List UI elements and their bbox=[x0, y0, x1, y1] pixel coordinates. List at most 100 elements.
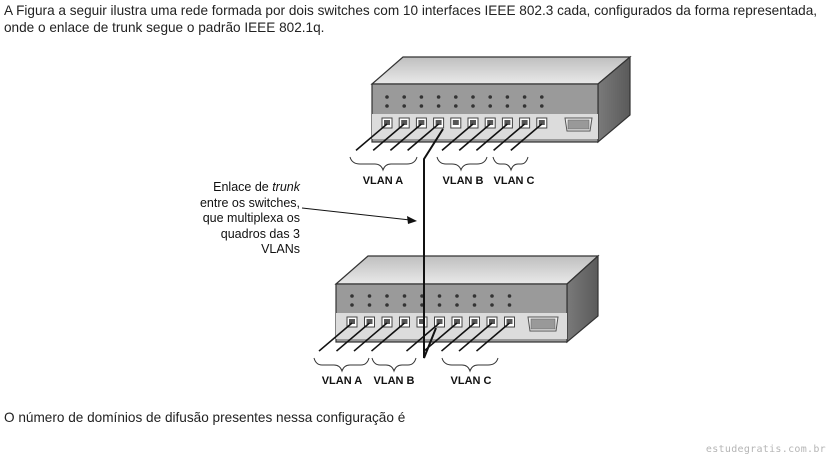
top-vlan-c-bracket bbox=[492, 156, 529, 172]
sw-top-led bbox=[436, 104, 441, 108]
trunk-callout: Enlace de trunk entre os switches,que mu… bbox=[176, 180, 300, 258]
sw-bot-port bbox=[469, 316, 480, 328]
bottom-vlan-brackets bbox=[313, 357, 499, 373]
sw-bot-led bbox=[507, 303, 512, 307]
question-text: O número de domínios de difusão presente… bbox=[4, 410, 406, 425]
sw-bot-cable bbox=[440, 322, 476, 352]
sw-top-led bbox=[540, 104, 544, 108]
sw-top-led bbox=[385, 104, 389, 108]
callout-arrow bbox=[301, 207, 417, 224]
sw-top-led bbox=[522, 104, 527, 108]
sw-bot-port bbox=[381, 316, 393, 328]
sw-top-cable bbox=[372, 123, 405, 151]
sw-top-port bbox=[433, 117, 445, 129]
sw-top-led bbox=[505, 104, 510, 108]
sw-top-led bbox=[454, 95, 458, 99]
sw-top-port bbox=[519, 117, 531, 129]
bottom-switch-led-panel bbox=[350, 294, 512, 307]
sw-top-led bbox=[385, 95, 389, 99]
sw-bot-led bbox=[420, 303, 424, 307]
sw-bot-led bbox=[472, 294, 477, 298]
sw-top-cable bbox=[441, 123, 474, 151]
sw-bot-led bbox=[490, 294, 494, 298]
top-vlan-a-bracket bbox=[349, 156, 418, 172]
bottom-vlan-b-label: VLAN B bbox=[374, 375, 415, 387]
sw-top-led bbox=[488, 104, 493, 108]
sw-top-cable bbox=[389, 123, 422, 151]
trunk-link bbox=[423, 128, 444, 359]
bottom-switch-console-port bbox=[527, 316, 559, 332]
sw-bot-cable bbox=[353, 322, 388, 352]
sw-bot-led bbox=[455, 303, 459, 307]
sw-top-led bbox=[505, 95, 510, 99]
callout-prefix: Enlace de bbox=[213, 180, 273, 194]
sw-bot-port bbox=[364, 316, 375, 328]
sw-bot-port bbox=[504, 316, 515, 328]
sw-top-cable bbox=[475, 123, 508, 151]
bottom-vlan-a-label: VLAN A bbox=[322, 375, 363, 387]
sw-top-led bbox=[540, 95, 544, 99]
sw-bot-led bbox=[367, 303, 372, 307]
callout-trunk-word: trunk bbox=[272, 180, 300, 194]
bottom-vlan-b-bracket bbox=[371, 357, 417, 373]
sw-top-cable bbox=[355, 123, 388, 151]
top-vlan-brackets bbox=[349, 156, 529, 172]
sw-bot-cable bbox=[335, 322, 371, 352]
sw-top-led bbox=[471, 104, 475, 108]
sw-top-led bbox=[488, 95, 493, 99]
sw-bot-led bbox=[437, 294, 442, 298]
sw-top-port bbox=[501, 117, 513, 129]
sw-bot-led bbox=[420, 294, 424, 298]
sw-top-led bbox=[419, 104, 424, 108]
sw-bot-led bbox=[472, 303, 477, 307]
sw-top-led bbox=[402, 104, 407, 108]
sw-bot-led bbox=[367, 294, 372, 298]
sw-bot-port bbox=[434, 316, 445, 328]
sw-bot-port bbox=[399, 316, 410, 328]
sw-top-port bbox=[467, 117, 479, 129]
sw-bot-cable bbox=[475, 322, 511, 352]
top-vlan-b-label: VLAN B bbox=[443, 175, 484, 187]
watermark: estudegratis.com.br bbox=[705, 444, 826, 455]
sw-top-cable bbox=[493, 123, 526, 151]
sw-bot-port bbox=[486, 316, 498, 328]
top-switch-console-port bbox=[564, 117, 593, 132]
sw-top-led bbox=[436, 95, 441, 99]
sw-bot-cable bbox=[318, 322, 353, 352]
sw-top-led bbox=[402, 95, 407, 99]
intro-text: A Figura a seguir ilustra uma rede forma… bbox=[4, 3, 818, 35]
sw-bot-led bbox=[385, 303, 389, 307]
top-switch-cables bbox=[355, 123, 543, 151]
bottom-vlan-a-bracket bbox=[313, 357, 370, 373]
sw-bot-port bbox=[416, 316, 428, 328]
sw-top-port bbox=[484, 117, 496, 129]
sw-top-port bbox=[450, 117, 462, 129]
sw-top-port bbox=[398, 117, 410, 129]
sw-top-port bbox=[381, 117, 393, 129]
sw-top-led bbox=[454, 104, 458, 108]
bottom-switch-ports bbox=[346, 316, 515, 328]
sw-top-cable bbox=[407, 123, 440, 151]
sw-bot-led bbox=[490, 303, 494, 307]
sw-bot-led bbox=[455, 294, 459, 298]
bottom-switch-cables bbox=[318, 322, 511, 352]
sw-bot-led bbox=[385, 294, 389, 298]
sw-bot-led bbox=[402, 303, 407, 307]
top-switch-ports bbox=[381, 117, 548, 129]
top-vlan-a-label: VLAN A bbox=[363, 175, 404, 187]
sw-top-port bbox=[536, 117, 548, 129]
sw-top-led bbox=[522, 95, 527, 99]
sw-bot-led bbox=[350, 303, 354, 307]
sw-bot-cable bbox=[458, 322, 493, 352]
top-switch-led-panel bbox=[385, 95, 544, 108]
sw-top-cable bbox=[458, 123, 491, 151]
sw-bot-port bbox=[451, 316, 463, 328]
sw-bot-port bbox=[346, 316, 358, 328]
sw-top-cable bbox=[510, 123, 543, 151]
bottom-vlan-c-label: VLAN C bbox=[451, 375, 492, 387]
sw-bot-led bbox=[350, 294, 354, 298]
bottom-vlan-c-bracket bbox=[441, 357, 499, 373]
sw-top-led bbox=[419, 95, 424, 99]
